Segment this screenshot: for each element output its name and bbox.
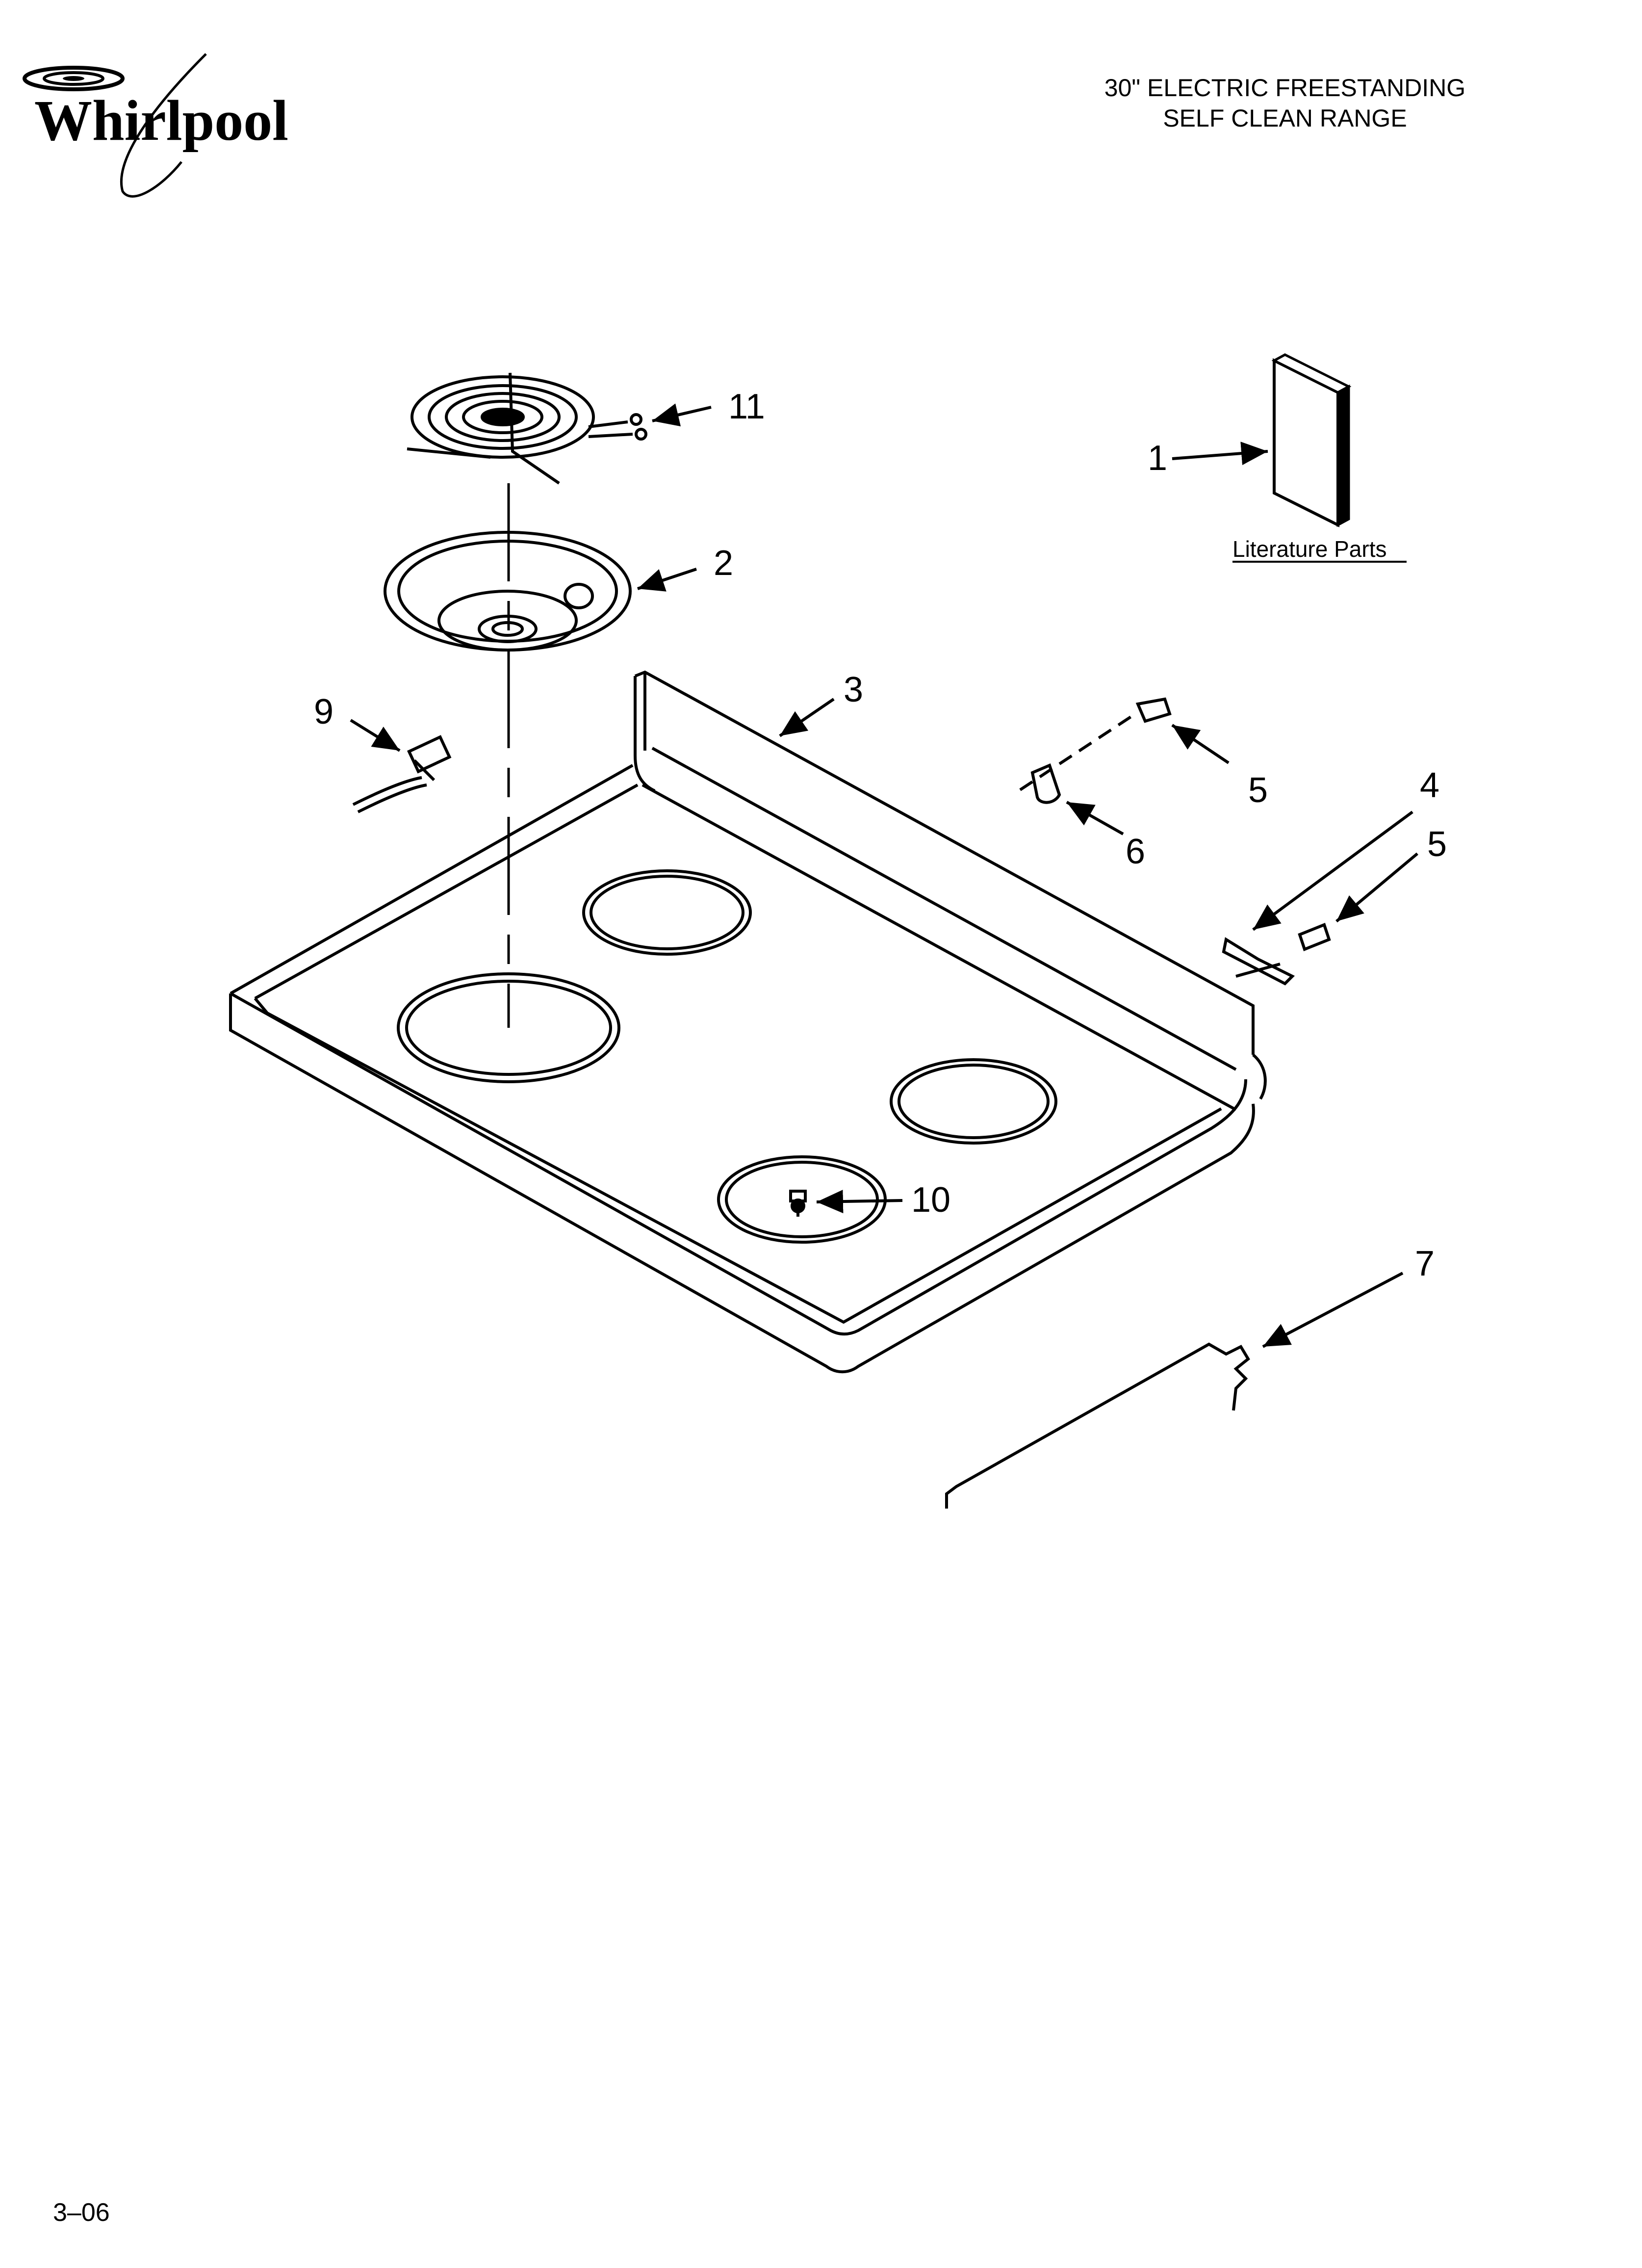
title-line-2: SELF CLEAN RANGE — [1163, 104, 1407, 132]
cooktop-main-top — [229, 670, 1267, 1374]
wire-rod — [945, 1342, 1250, 1509]
bracket-and-screw-lower — [1222, 923, 1331, 986]
surface-element-coil — [407, 372, 647, 485]
callout-11: 11 — [728, 387, 765, 426]
callout-1: 1 — [1148, 439, 1167, 478]
logo-wordmark: Whirlpool — [34, 88, 288, 153]
literature-parts-booklet: Literature Parts — [1232, 353, 1407, 563]
callout-4: 4 — [1420, 766, 1439, 805]
literature-parts-label: Literature Parts — [1232, 536, 1386, 562]
callout-10: 10 — [911, 1180, 950, 1220]
whirlpool-logo: Whirlpool — [23, 53, 288, 198]
callout-3: 3 — [844, 670, 863, 709]
callout-leaders — [350, 403, 1418, 1348]
callout-5-lower: 5 — [1427, 825, 1447, 864]
callout-2: 2 — [714, 544, 733, 583]
clip-and-screw-upper — [1019, 697, 1172, 804]
callout-9: 9 — [314, 692, 334, 731]
footer-code: 3–06 — [53, 2198, 110, 2227]
title-line-1: 30" ELECTRIC FREESTANDING — [1104, 74, 1466, 102]
callout-5-upper: 5 — [1248, 771, 1268, 810]
page-title: 30" ELECTRIC FREESTANDING SELF CLEAN RAN… — [991, 73, 1579, 133]
terminal-block — [352, 735, 452, 813]
callout-7: 7 — [1415, 1244, 1435, 1283]
callout-6: 6 — [1126, 832, 1145, 871]
